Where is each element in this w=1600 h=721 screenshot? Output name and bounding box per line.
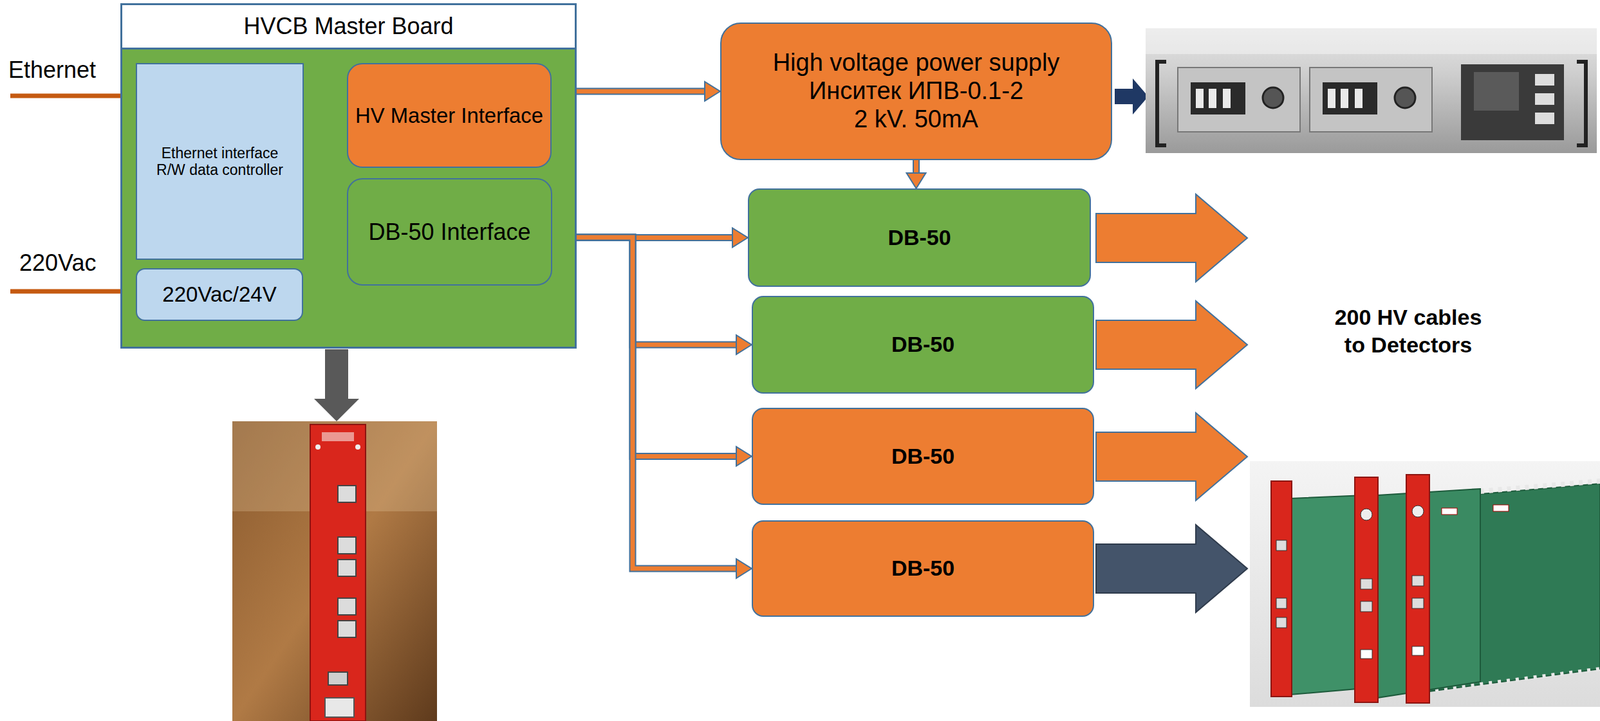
converter-box: 220Vac/24V — [135, 268, 304, 322]
output-block-arrow — [1096, 301, 1248, 389]
controller-box: Ethernet interface R/W data controller — [135, 63, 304, 261]
power-supply-box: High voltage power supplyИнситек ИПВ-0.1… — [720, 22, 1113, 161]
connector-arrow — [906, 160, 927, 189]
board-title: HVCB Master Board — [122, 5, 575, 48]
db50-boards-photo — [1249, 461, 1600, 708]
power-supply-photo — [1145, 28, 1597, 154]
box-text: 2 kV. 50mA — [854, 105, 979, 134]
ethernet-input-arrow — [10, 87, 136, 105]
box-text: Ethernet interface R/W data controller — [150, 144, 289, 179]
connector-arrow — [552, 237, 752, 467]
box-text: Инситек ИПВ-0.1-2 — [809, 77, 1024, 106]
box-text: DB-50 — [891, 332, 955, 358]
box-text: High voltage power supply — [772, 48, 1061, 78]
output-label: 200 HV cables to Detectors — [1327, 303, 1489, 359]
box-text: DB-50 — [891, 444, 955, 470]
photo-pointer-arrow — [1114, 78, 1149, 115]
box-text: 220Vac/24V — [162, 282, 277, 307]
output-block-arrow — [1096, 413, 1248, 501]
box-text: DB-50 — [891, 556, 955, 582]
db50-board-box: DB-50 — [751, 296, 1095, 394]
box-text: DB-50 — [887, 225, 951, 251]
input-label: 220Vac — [19, 248, 96, 278]
input-label: Ethernet — [8, 55, 96, 85]
interface-box: HV Master Interface — [346, 63, 552, 168]
photo-pointer-arrow — [314, 349, 360, 422]
box-text: DB-50 Interface — [368, 218, 531, 246]
output-block-arrow — [1096, 194, 1248, 282]
connector-arrow — [551, 81, 721, 102]
master-board: HVCB Master BoardEthernet interface R/W … — [120, 3, 577, 349]
db50-board-box: DB-50 — [751, 520, 1095, 618]
output-block-arrow — [1096, 525, 1248, 613]
power-input-arrow — [10, 283, 136, 300]
interface-box: DB-50 Interface — [346, 178, 553, 286]
db50-board-box: DB-50 — [747, 188, 1091, 288]
box-text: HV Master Interface — [355, 103, 544, 129]
connector-arrow — [552, 237, 752, 355]
master-board-photo — [232, 421, 438, 721]
connector-arrow — [552, 237, 752, 579]
db50-board-box: DB-50 — [751, 408, 1095, 506]
